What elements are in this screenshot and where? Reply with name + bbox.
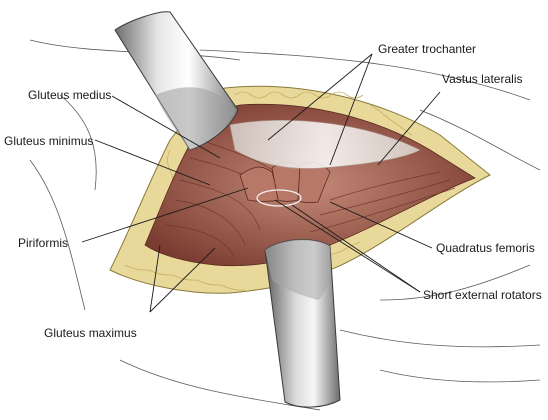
label-piriformis: Piriformis: [18, 236, 68, 250]
label-gluteus-minimus: Gluteus minimus: [4, 134, 94, 148]
label-vastus-lateralis: Vastus lateralis: [442, 72, 523, 86]
label-short-external-rotators: Short external rotators: [423, 288, 542, 302]
suture-loop: [256, 189, 302, 207]
label-gluteus-medius: Gluteus medius: [28, 88, 112, 102]
label-greater-trochanter: Greater trochanter: [378, 42, 477, 56]
top-retractor: [114, 11, 239, 151]
bottom-retractor: [264, 239, 341, 408]
label-gluteus-maximus: Gluteus maximus: [44, 326, 137, 340]
skin-contours: [29, 39, 541, 411]
label-quadratus-femoris: Quadratus femoris: [436, 241, 535, 255]
short-rotators-fan: [239, 161, 331, 204]
leader-lines: [81, 53, 441, 313]
